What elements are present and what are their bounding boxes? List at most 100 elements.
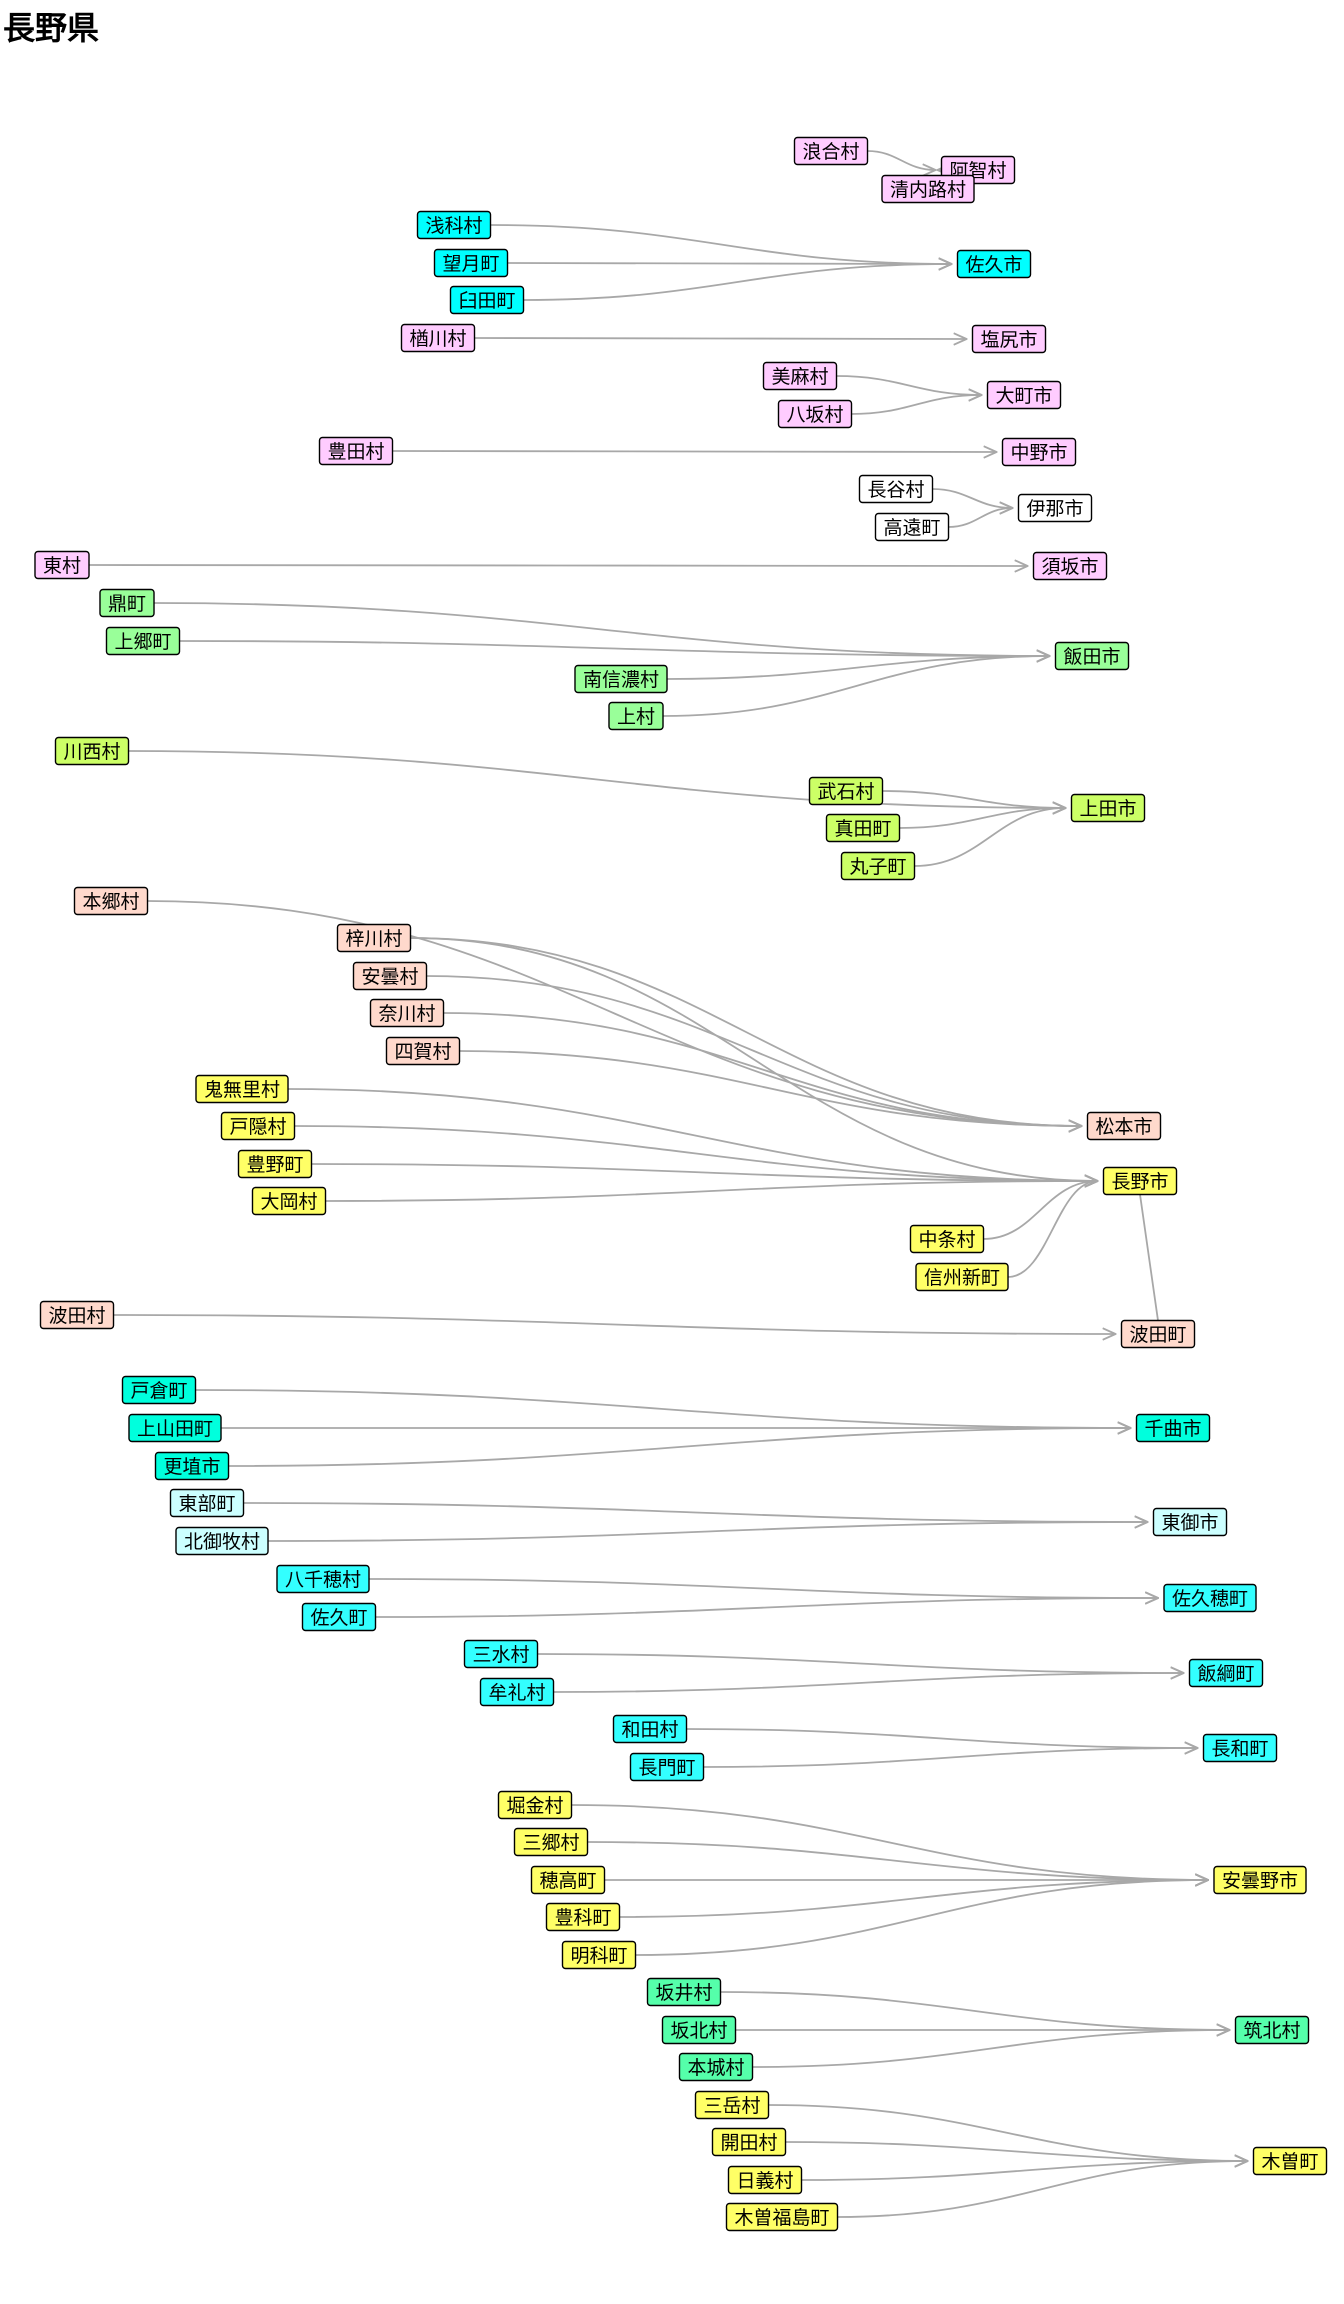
edge-三郷村-to-安曇野市 (587, 1841, 1208, 1880)
node-上田市: 上田市 (1070, 793, 1146, 823)
node-四賀村: 四賀村 (385, 1036, 461, 1066)
node-box (608, 701, 664, 731)
edge-臼田町-to-佐久市 (523, 264, 952, 301)
edge-牟礼村-to-飯綱町 (553, 1673, 1184, 1693)
node-label: 中条村 (918, 1229, 975, 1251)
node-望月町: 望月町 (433, 248, 509, 278)
node-label: 奈川村 (378, 1003, 435, 1025)
node-label: 三郷村 (522, 1832, 579, 1854)
node-label: 丸子町 (849, 856, 906, 878)
node-box (1120, 1319, 1196, 1349)
node-安曇野市: 安曇野市 (1213, 1865, 1307, 1895)
node-label: 美麻村 (771, 366, 828, 388)
node-高遠町: 高遠町 (874, 512, 950, 542)
edge-八坂村-to-大町市 (851, 395, 982, 415)
node-box (545, 1902, 621, 1932)
node-label: 東村 (43, 555, 81, 577)
node-box (646, 1977, 722, 2007)
edge-武石村-to-上田市 (882, 790, 1066, 808)
node-box (956, 249, 1032, 279)
edge-南信濃村-to-飯田市 (667, 656, 1049, 680)
edge-三水村-to-飯綱町 (537, 1653, 1184, 1673)
node-label: 本城村 (687, 2057, 744, 2079)
node-box (574, 664, 668, 694)
node-木曽福島町: 木曽福島町 (725, 2202, 839, 2232)
edge-長野市-to-波田町 (1139, 1194, 1159, 1321)
node-label: 三水村 (472, 1644, 529, 1666)
node-八坂村: 八坂村 (777, 399, 853, 429)
node-label: 東御市 (1161, 1512, 1218, 1534)
edge-浅科村-to-佐久市 (490, 224, 952, 264)
node-北御牧村: 北御牧村 (175, 1526, 269, 1556)
node-label: 清内路村 (890, 179, 966, 201)
node-穂高町: 穂高町 (530, 1865, 606, 1895)
node-box (54, 736, 130, 766)
page-title: 長野県 (3, 9, 100, 47)
edge-川西村-to-上田市 (128, 750, 1066, 808)
node-label: 筑北村 (1243, 2020, 1300, 2042)
node-南信濃村: 南信濃村 (574, 664, 668, 694)
node-坂北村: 坂北村 (661, 2015, 737, 2045)
node-label: 波田町 (1129, 1324, 1186, 1346)
node-label: 須坂市 (1041, 556, 1098, 578)
node-box (1152, 1507, 1228, 1537)
node-box (195, 1074, 289, 1104)
node-box (1234, 2015, 1310, 2045)
edge-長谷村-to-伊那市 (932, 488, 1013, 508)
node-label: 大町市 (995, 385, 1052, 407)
node-鼎町: 鼎町 (99, 588, 155, 618)
node-label: 安曇村 (361, 966, 418, 988)
edge-豊野町-to-長野市 (311, 1163, 1098, 1181)
edge-戸倉町-to-千曲市 (195, 1389, 1131, 1428)
node-label: 四賀村 (394, 1041, 451, 1063)
node-label: 戸隠村 (229, 1116, 286, 1138)
node-label: 佐久町 (310, 1607, 367, 1629)
edge-信州新町-to-長野市 (1007, 1181, 1097, 1278)
node-label: 本郷村 (82, 891, 139, 913)
edge-楢川村-to-塩尻市 (474, 338, 967, 339)
node-堀金村: 堀金村 (497, 1790, 573, 1820)
edge-本城村-to-筑北村 (752, 2030, 1230, 2068)
node-波田村: 波田村 (39, 1300, 115, 1330)
node-box (1252, 2146, 1328, 2176)
node-box (612, 1714, 688, 1744)
node-label: 松本市 (1095, 1116, 1152, 1138)
node-三郷村: 三郷村 (513, 1827, 589, 1857)
node-box (128, 1413, 222, 1443)
node-box (34, 550, 90, 580)
node-和田村: 和田村 (612, 1714, 688, 1744)
edge-奈川村-to-松本市 (443, 1012, 1082, 1126)
node-label: 和田村 (621, 1719, 678, 1741)
node-box (449, 285, 525, 315)
node-label: 堀金村 (506, 1795, 563, 1817)
node-明科町: 明科町 (561, 1940, 637, 1970)
node-label: 豊科町 (554, 1907, 611, 1929)
node-label: 梓川村 (345, 928, 402, 950)
node-box (169, 1488, 245, 1518)
node-box (497, 1790, 573, 1820)
node-label: 長和町 (1211, 1738, 1268, 1760)
edge-波田村-to-波田町 (113, 1314, 1116, 1334)
node-木曽町: 木曽町 (1252, 2146, 1328, 2176)
edge-長門町-to-長和町 (703, 1748, 1198, 1768)
node-松本市: 松本市 (1086, 1111, 1162, 1141)
node-label: 明科町 (570, 1945, 627, 1967)
node-box (121, 1375, 197, 1405)
node-box (1213, 1865, 1307, 1895)
node-label: 豊野町 (246, 1154, 303, 1176)
node-box (175, 1526, 269, 1556)
node-label: 波田村 (48, 1305, 105, 1327)
node-更埴市: 更埴市 (154, 1451, 230, 1481)
node-label: 鬼無里村 (204, 1079, 280, 1101)
node-box (1070, 793, 1146, 823)
node-box (251, 1186, 327, 1216)
node-box (400, 323, 476, 353)
node-大町市: 大町市 (986, 380, 1062, 410)
node-安曇村: 安曇村 (352, 961, 428, 991)
node-box (1163, 1583, 1257, 1613)
node-真田町: 真田町 (825, 813, 901, 843)
node-清内路村: 清内路村 (881, 174, 975, 204)
node-label: 安曇野市 (1222, 1870, 1298, 1892)
node-box (99, 588, 155, 618)
node-box (858, 474, 934, 504)
